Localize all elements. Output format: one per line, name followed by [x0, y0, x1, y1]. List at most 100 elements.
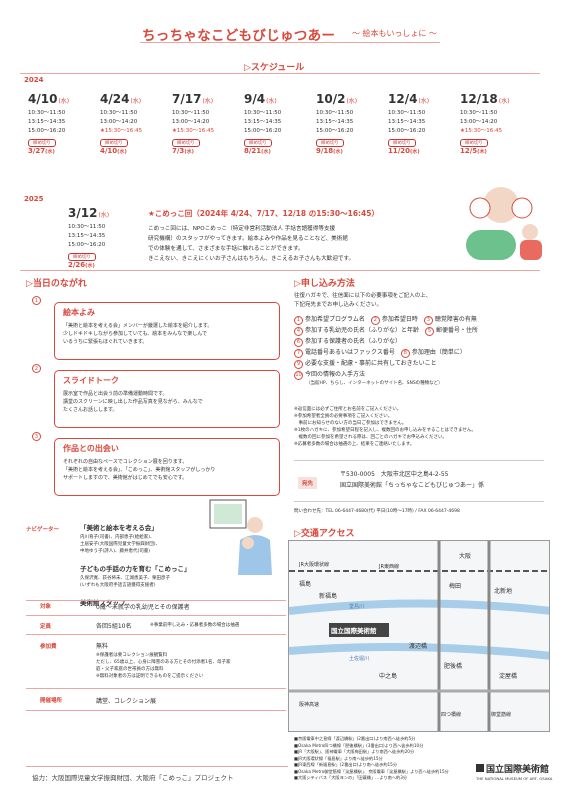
- fee-notes: ※保護者は要コレクション展観覧料ただし、65歳以上、心身に障害のある方とその付添…: [96, 653, 231, 679]
- map-label: 四つ橋線: [441, 712, 462, 718]
- step-number: 3: [32, 432, 41, 441]
- flow-step-title: 作品との出会い: [63, 444, 119, 453]
- map-label: 大阪: [459, 553, 472, 560]
- map-museum-label: 国立国際美術館: [331, 627, 377, 635]
- flow-step-title: スライドトーク: [63, 376, 119, 385]
- event-time: 13:15～14:35: [316, 119, 354, 125]
- schedule-divider: [20, 73, 540, 74]
- event-time: 13:00～14:20: [172, 119, 210, 125]
- capacity-label: 定員: [40, 624, 52, 630]
- navigator-label: ナビゲーター: [26, 527, 60, 533]
- flow-step: 作品との出会い それぞれの自由なペースでコレクション展を回ります。「美術と絵本を…: [54, 438, 280, 496]
- title-underline: [140, 42, 440, 43]
- museum-logo-en: THE NATIONAL MUSEUM OF ART, OSAKA: [476, 776, 553, 781]
- event-time: 15:00～16:20: [28, 128, 66, 134]
- event-card: 12/4(水) 10:30～11:50 13:15～14:35 15:00～16:20…: [388, 92, 458, 155]
- deadline-date: 9/18(水): [316, 147, 343, 155]
- event-time: 13:15～14:35: [388, 119, 426, 125]
- map-label: 中之島: [379, 673, 398, 680]
- event-time: 10:30～11:50: [460, 110, 498, 116]
- apply-item-note: （当館HP、ちらし、インターネットのサイト名、SNSの種類など）: [306, 381, 443, 386]
- event-time: 10:30～11:50: [28, 110, 66, 116]
- deadline-badge: 締め切り: [316, 139, 344, 147]
- event-date: 3/12(水): [68, 206, 110, 220]
- schedule-events: 4/10(水) 10:30～11:50 13:15～14:35 15:00～16:20…: [28, 92, 538, 172]
- event-date: 12/4(水): [388, 92, 430, 106]
- footer-credit: 協力：大阪国際児童文学振興財団、大阪府「こめっこ」プロジェクト: [32, 774, 234, 782]
- apply-intro: 往復ハガキで、往信面に以下の必要事項をご記入の上、下記宛先までお申し込みください…: [294, 293, 432, 308]
- target-value: 0歳～未就学の乳幼児とその保護者: [96, 604, 190, 611]
- map-label: 堂島川: [349, 604, 365, 610]
- flow-step: 絵本よみ 「美術と絵本を考える会」メンバーが厳選した絵本を紹介します。少しドキド…: [54, 302, 280, 360]
- deadline-date: 4/10(水): [100, 147, 127, 155]
- map-label: 北新地: [494, 588, 513, 595]
- map-label: JR大阪環状線: [299, 562, 329, 568]
- map-label: 肥後橋: [444, 663, 463, 670]
- fee-label: 参加費: [40, 644, 57, 650]
- info-divider: [26, 710, 286, 711]
- event-time: 13:15～14:35: [68, 233, 106, 239]
- footer-divider: [26, 766, 288, 767]
- venue-label: 開催場所: [40, 698, 63, 704]
- deadline-badge: 締め切り: [388, 139, 416, 147]
- event-time: 10:30～11:50: [244, 110, 282, 116]
- event-time: 10:30～11:50: [316, 110, 354, 116]
- flow-step: スライドトーク 展示室で作品と出会う前の準備運動時間です。講堂のスクリーンに映し…: [54, 370, 280, 428]
- venue-value: 講堂、コレクション展: [96, 698, 157, 705]
- capacity-value: 各回5組10名: [96, 623, 132, 630]
- parent-child-illustration: [209, 499, 272, 575]
- map-label: 渡辺橋: [409, 643, 428, 650]
- year-2025: 2025: [24, 195, 44, 203]
- step-number: 2: [32, 364, 41, 373]
- info-divider: [26, 688, 286, 689]
- event-time: 13:15～14:35: [244, 119, 282, 125]
- deadline-badge: 締め切り: [172, 139, 200, 147]
- deadline-date: 11/20(水): [388, 147, 420, 155]
- deadline-badge: 締め切り: [28, 139, 56, 147]
- event-time: 15:00～16:20: [316, 128, 354, 134]
- map-label: 御堂筋線: [491, 712, 512, 718]
- map-label: 淀屋橋: [499, 673, 518, 680]
- event-time: 13:15～14:35: [28, 119, 66, 125]
- deadline-date: 12/5(木): [460, 147, 487, 155]
- map-label: 新福島: [319, 593, 338, 600]
- event-date: 10/2(水): [316, 92, 358, 106]
- event-time: 15:00～16:20: [388, 128, 426, 134]
- event-time: 10:30～11:50: [100, 110, 138, 116]
- deadline-date: 8/21(水): [244, 147, 271, 155]
- event-time: 10:30～11:50: [68, 224, 106, 230]
- schedule-heading: ▷スケジュール: [244, 63, 305, 73]
- section-divider: [20, 270, 540, 271]
- event-date: 12/18(水): [460, 92, 510, 106]
- event-time: 10:30～11:50: [388, 110, 426, 116]
- target-label: 対象: [40, 604, 52, 610]
- event-date: 4/24(水): [100, 92, 142, 106]
- map-label: 梅田: [449, 583, 462, 590]
- signing-hands-illustration: [466, 187, 542, 260]
- info-divider: [26, 615, 286, 616]
- flow-step-title: 絵本よみ: [63, 308, 95, 317]
- map-label: 阪神高速: [299, 702, 320, 708]
- map-label: 土佐堀川: [349, 656, 370, 662]
- page-subtitle: ～ 絵本もいっしょに ～: [352, 29, 437, 38]
- deadline-date: 3/27(水): [28, 147, 55, 155]
- apply-heading: ▷申し込み方法: [294, 279, 355, 289]
- deadline-badge: 締め切り: [460, 139, 488, 147]
- event-date: 7/17(水): [172, 92, 214, 106]
- event-time: ★15:30～16:45: [172, 128, 215, 134]
- kokko-text: こめっこ回には、NPOこめっこ（特定非営利活動法人 手話言語獲得等支援 研究機構…: [148, 226, 355, 262]
- event-time: 13:00～14:20: [100, 119, 138, 125]
- event-date: 9/4(水): [244, 92, 277, 106]
- info-divider: [26, 600, 286, 601]
- deadline-badge: 締め切り: [100, 139, 128, 147]
- deadline-date: 7/3(水): [172, 147, 194, 155]
- step-number: 1: [32, 296, 41, 305]
